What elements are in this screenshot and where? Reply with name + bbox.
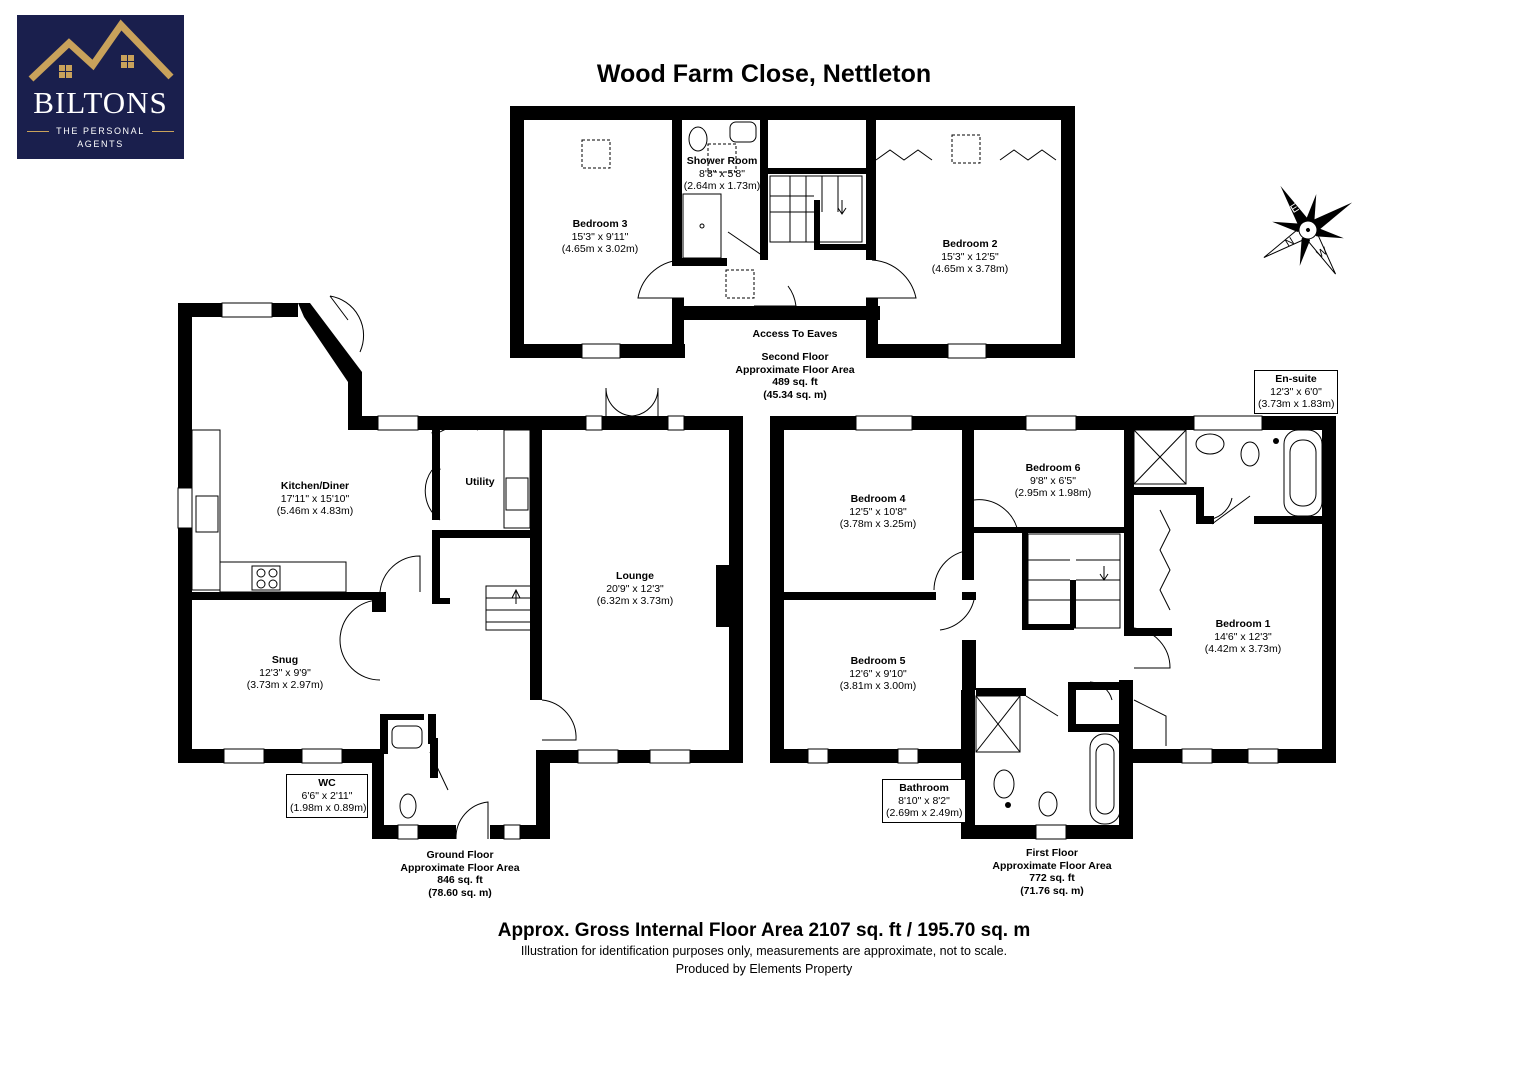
gross-floor-area: Approx. Gross Internal Floor Area 2107 s…: [497, 920, 1031, 941]
page-title: Wood Farm Close, Nettleton: [596, 60, 932, 88]
compass-rose-icon: E S W N: [1263, 185, 1353, 275]
biltons-logo: BILTONS THE PERSONAL AGENTS: [17, 15, 184, 159]
brand-tagline-2: AGENTS: [77, 139, 124, 149]
room-label-kitchen: Kitchen/Diner 17'11" x 15'10" (5.46m x 4…: [255, 480, 375, 518]
room-label-bedroom5: Bedroom 5 12'6" x 9'10" (3.81m x 3.00m): [823, 655, 933, 693]
room-imperial: 15'3" x 9'11": [571, 230, 629, 243]
floor-area-sqm: (45.34 sq. m): [763, 388, 827, 401]
room-label-bedroom4: Bedroom 4 12'5" x 10'8" (3.78m x 3.25m): [823, 493, 933, 531]
first-floor-area: First Floor Approximate Floor Area 772 s…: [977, 847, 1127, 897]
floor-name: Second Floor: [761, 351, 829, 363]
room-imperial: 12'3" x 9'9": [259, 666, 311, 679]
room-name: Kitchen/Diner: [280, 480, 350, 492]
room-name: Bedroom 1: [1215, 618, 1271, 630]
floor-name: Ground Floor: [426, 849, 494, 861]
room-metric: (4.42m x 3.73m): [1204, 643, 1282, 655]
floor-area-sqm: (71.76 sq. m): [1020, 884, 1084, 897]
room-metric: (1.98m x 0.89m): [290, 802, 367, 814]
room-label-snug: Snug 12'3" x 9'9" (3.73m x 2.97m): [230, 654, 340, 692]
windows: [177, 302, 1279, 840]
room-label-ensuite: En-suite 12'3" x 6'0" (3.73m x 1.83m): [1254, 370, 1338, 414]
room-imperial: 15'3" x 12'5": [941, 250, 999, 263]
room-name: Bedroom 4: [850, 493, 906, 505]
floor-area-label: Approximate Floor Area: [400, 861, 520, 874]
room-name: Access To Eaves: [752, 328, 838, 340]
floor-area-sqft: 489 sq. ft: [772, 376, 818, 388]
room-label-access-eaves: Access To Eaves: [735, 328, 855, 341]
room-imperial: 8'8" x 5'8": [699, 167, 745, 180]
room-label-bathroom: Bathroom 8'10" x 8'2" (2.69m x 2.49m): [882, 779, 966, 823]
door-swings: [329, 231, 1251, 840]
room-imperial: 12'3" x 6'0": [1270, 385, 1322, 398]
room-label-utility: Utility: [455, 476, 505, 489]
brand-tagline-1: THE PERSONAL: [56, 126, 145, 136]
room-label-lounge: Lounge 20'9" x 12'3" (6.32m x 3.73m): [580, 570, 690, 608]
room-imperial: 20'9" x 12'3": [606, 582, 664, 595]
room-metric: (3.78m x 3.25m): [839, 518, 917, 530]
room-metric: (3.73m x 2.97m): [246, 679, 324, 691]
floor-name: First Floor: [1026, 847, 1078, 859]
room-name: Bathroom: [899, 782, 949, 794]
room-metric: (2.64m x 1.73m): [683, 180, 761, 192]
room-name: Bedroom 6: [1025, 462, 1081, 474]
room-name: Lounge: [616, 570, 654, 582]
room-name: En-suite: [1275, 373, 1317, 385]
room-name: Snug: [271, 654, 299, 666]
room-metric: (3.81m x 3.00m): [839, 680, 917, 692]
room-label-bedroom6: Bedroom 6 9'8" x 6'5" (2.95m x 1.98m): [998, 462, 1108, 500]
room-metric: (2.95m x 1.98m): [1014, 487, 1092, 499]
brand-name: BILTONS: [33, 85, 168, 120]
room-metric: (6.32m x 3.73m): [596, 595, 674, 607]
room-imperial: 12'5" x 10'8": [849, 505, 907, 518]
room-imperial: 9'8" x 6'5": [1030, 474, 1076, 487]
floor-area-sqft: 846 sq. ft: [437, 874, 483, 886]
room-metric: (3.73m x 1.83m): [1258, 398, 1335, 410]
room-metric: (4.65m x 3.02m): [561, 243, 639, 255]
light-points: [377, 438, 1279, 808]
room-name: Bedroom 5: [850, 655, 906, 667]
room-imperial: 8'10" x 8'2": [898, 794, 950, 807]
room-name: Shower Room: [686, 155, 758, 167]
room-label-bedroom2: Bedroom 2 15'3" x 12'5" (4.65m x 3.78m): [915, 238, 1025, 276]
fixtures: [191, 121, 1323, 825]
produced-by: Produced by Elements Property: [675, 962, 853, 976]
room-metric: (2.69m x 2.49m): [886, 807, 963, 819]
room-imperial: 6'6" x 2'11": [301, 789, 353, 802]
room-label-bedroom3: Bedroom 3 15'3" x 9'11" (4.65m x 3.02m): [545, 218, 655, 256]
room-metric: (5.46m x 4.83m): [276, 505, 354, 517]
floor-area-label: Approximate Floor Area: [735, 363, 855, 376]
logo-rule-left: [27, 131, 49, 132]
second-floor-area: Second Floor Approximate Floor Area 489 …: [720, 351, 870, 401]
room-name: Bedroom 2: [942, 238, 998, 250]
room-metric: (4.65m x 3.78m): [931, 263, 1009, 275]
logo-rule-right: [152, 131, 174, 132]
room-label-wc: WC 6'6" x 2'11" (1.98m x 0.89m): [286, 774, 368, 818]
room-imperial: 14'6" x 12'3": [1214, 630, 1272, 643]
second-floor-walls: [510, 106, 1075, 358]
room-name: WC: [318, 777, 336, 789]
room-imperial: 12'6" x 9'10": [849, 667, 907, 680]
floor-area-sqft: 772 sq. ft: [1029, 872, 1075, 884]
floor-area-sqm: (78.60 sq. m): [428, 886, 492, 899]
room-label-shower-room: Shower Room 8'8" x 5'8" (2.64m x 1.73m): [672, 155, 772, 193]
house-roof-icon: [28, 19, 174, 82]
floor-area-label: Approximate Floor Area: [992, 859, 1112, 872]
room-name: Bedroom 3: [572, 218, 628, 230]
ground-floor-area: Ground Floor Approximate Floor Area 846 …: [385, 849, 535, 899]
room-label-bedroom1: Bedroom 1 14'6" x 12'3" (4.42m x 3.73m): [1188, 618, 1298, 656]
room-name: Utility: [465, 476, 495, 488]
room-imperial: 17'11" x 15'10": [280, 492, 350, 505]
disclaimer: Illustration for identification purposes…: [520, 944, 1008, 958]
